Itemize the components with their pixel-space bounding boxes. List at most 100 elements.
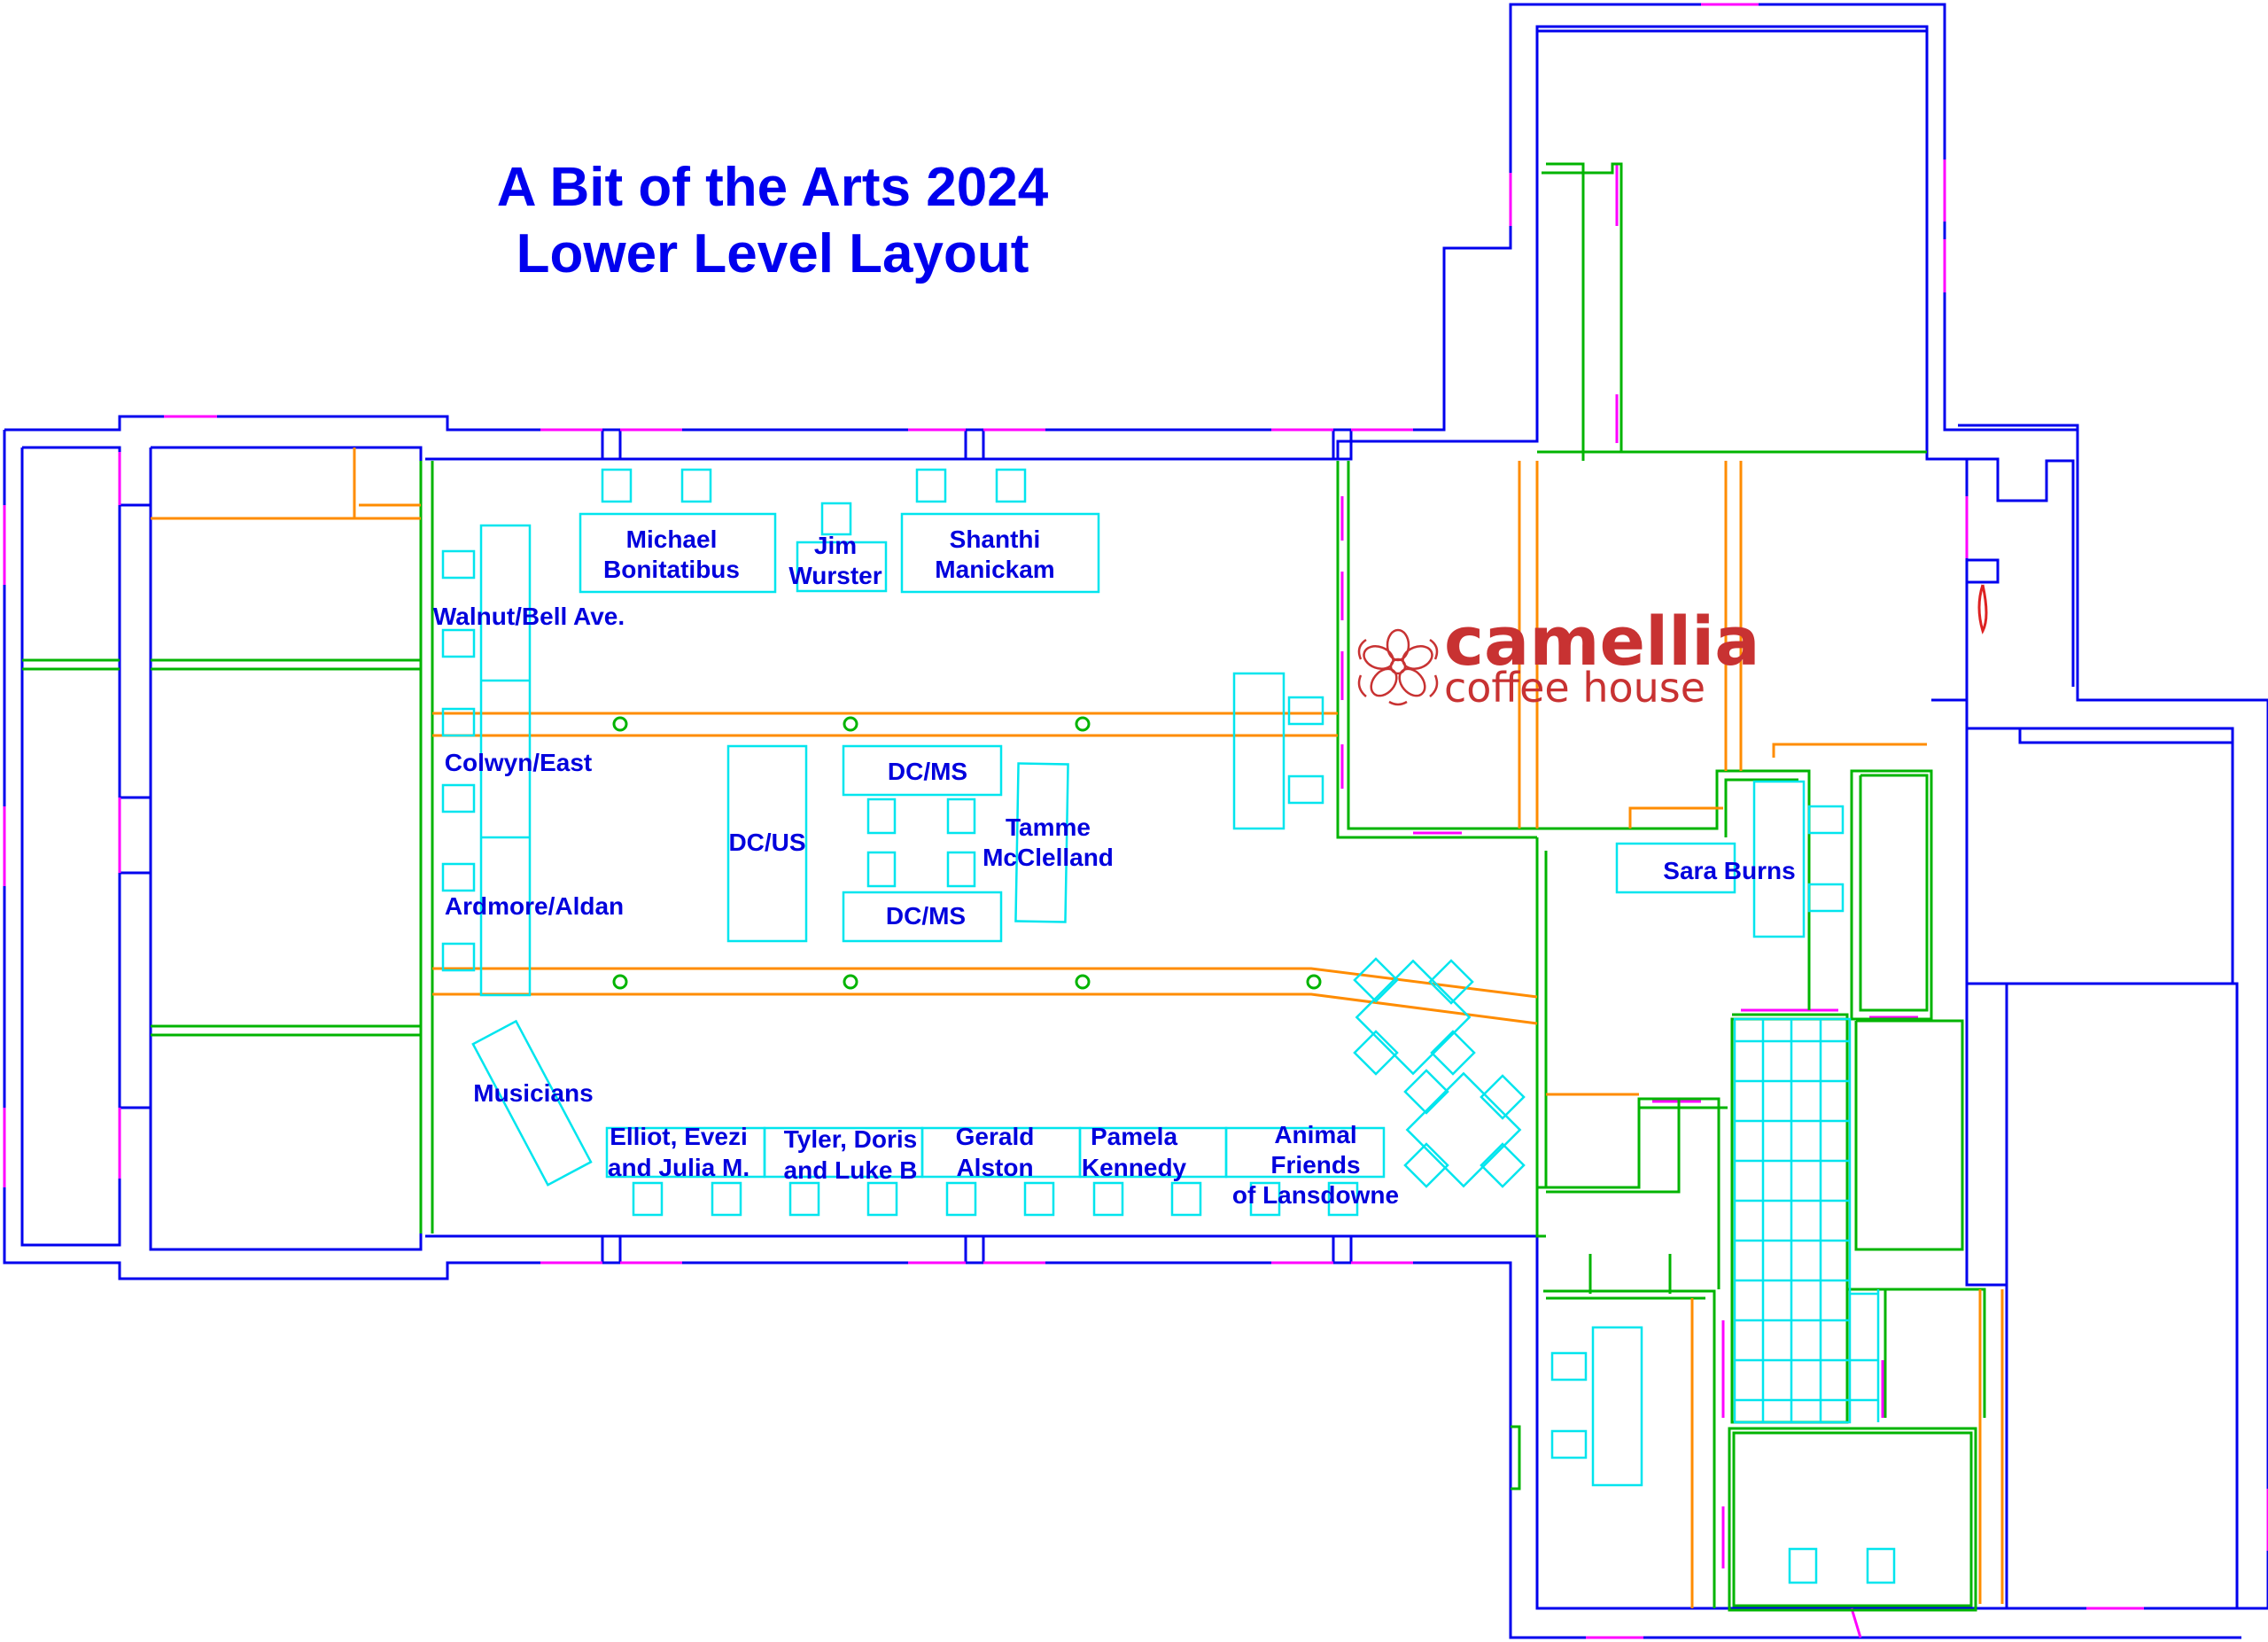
east-annex-wall — [1931, 698, 2007, 1287]
inner-wall-hall — [149, 446, 423, 1251]
column — [612, 716, 628, 732]
chair — [1807, 805, 1845, 835]
logo-tagline: coffee house — [1444, 664, 1705, 712]
musicians-platform — [471, 1019, 593, 1187]
columns — [612, 716, 1322, 990]
chair — [820, 502, 852, 536]
cafe-table — [1355, 959, 1472, 1076]
table-dcus — [726, 744, 808, 943]
label-pamela: Pamela — [1091, 1123, 1177, 1150]
cafe-chair — [1403, 1142, 1449, 1188]
kitchen-partition — [1546, 1097, 1681, 1194]
label-gerald: Alston — [956, 1154, 1033, 1181]
south-partition — [1543, 1289, 1716, 1608]
table-michael — [579, 512, 777, 594]
label-elliot: and Julia M. — [608, 1154, 750, 1181]
chair — [441, 862, 476, 892]
stair-enclosure — [1732, 1013, 1887, 1418]
column — [843, 974, 858, 990]
cafe-chair — [1403, 1069, 1449, 1115]
table-sara — [1615, 842, 1736, 894]
label-walnut: Walnut/Bell Ave. — [433, 603, 625, 630]
cafe-partition — [1336, 461, 1537, 839]
chair — [946, 851, 976, 888]
cafe-chair — [1353, 957, 1399, 1003]
chair — [711, 1181, 742, 1217]
south-room — [1728, 1427, 1977, 1612]
chair — [441, 707, 476, 737]
walls — [3, 3, 2268, 1639]
cafe-chair — [1480, 1074, 1526, 1120]
display-panel — [479, 524, 532, 997]
north-annex-partition — [1546, 162, 1585, 461]
label-dcms-bottom: DC/MS — [886, 902, 966, 930]
logo-name: camellia — [1444, 602, 1760, 681]
label-dcms-top: DC/MS — [888, 758, 967, 785]
column — [1306, 974, 1322, 990]
table-tamme — [1014, 762, 1069, 923]
chair — [945, 1181, 977, 1217]
wall-pier — [1332, 1234, 1353, 1265]
wall-pier — [964, 428, 985, 461]
table-dcms-bottom — [842, 891, 1003, 943]
label-shanthi: Shanthi — [950, 525, 1041, 553]
kitchen-partition — [1639, 1097, 1720, 1289]
label-jim: Jim — [814, 532, 857, 559]
east-wing-wall — [1958, 424, 2268, 1610]
east-partition — [1854, 1019, 1964, 1251]
chair — [441, 549, 476, 580]
table-dcms-top — [842, 744, 1003, 797]
column — [1075, 716, 1091, 732]
label-michael: Michael — [626, 525, 718, 553]
label-sara: Sara Burns — [1663, 857, 1795, 884]
label-tamme: McClelland — [983, 844, 1114, 871]
chair — [680, 468, 712, 503]
chair — [1287, 696, 1324, 726]
label-animal: Friends — [1270, 1151, 1360, 1179]
label-pamela: Kennedy — [1082, 1154, 1187, 1181]
label-dcus: DC/US — [728, 829, 805, 856]
beam — [1772, 743, 1927, 758]
chair — [915, 468, 947, 503]
label-elliot: Elliot, Evezi — [610, 1123, 748, 1150]
cafe-chair — [1430, 1030, 1476, 1076]
door-opening — [1850, 1607, 1862, 1638]
label-shanthi: Manickam — [935, 556, 1054, 583]
table-jim — [796, 541, 888, 593]
chair — [1287, 774, 1324, 805]
label-musicians: Musicians — [473, 1079, 593, 1107]
label-jim: Wurster — [788, 562, 882, 589]
furniture — [441, 468, 1896, 1584]
outer-wall-main — [4, 3, 2268, 702]
label-animal: of Lansdowne — [1232, 1181, 1399, 1209]
east-partition — [1850, 769, 1933, 1021]
table-shanthi — [900, 512, 1100, 594]
stair-enclosure — [1730, 1017, 1849, 1424]
label-animal: Animal — [1274, 1121, 1356, 1148]
left-corridor-pier — [118, 503, 152, 799]
chair — [788, 1181, 820, 1217]
wall-pier — [601, 1234, 622, 1265]
chair — [946, 798, 976, 835]
label-tamme: Tamme — [1006, 813, 1091, 841]
north-annex-partition — [1542, 162, 1623, 452]
chair — [1249, 1181, 1281, 1217]
chair — [1866, 1547, 1896, 1584]
chair — [601, 468, 633, 503]
table-animal — [1224, 1126, 1386, 1179]
chair — [995, 468, 1027, 503]
title-line-1: A Bit of the Arts 2024 — [497, 157, 1049, 218]
chair — [441, 783, 476, 813]
inner-wall-main — [20, 446, 121, 1247]
left-corridor-pier — [118, 871, 152, 1109]
column — [843, 716, 858, 732]
cafe-table — [1405, 1071, 1522, 1188]
partitions — [22, 162, 1986, 1612]
title-block: A Bit of the Arts 2024 Lower Level Layou… — [497, 157, 1049, 284]
column — [1075, 974, 1091, 990]
wall-pier — [601, 428, 622, 461]
chair — [1550, 1351, 1588, 1381]
chair — [866, 1181, 898, 1217]
south-room — [1732, 1431, 1973, 1607]
